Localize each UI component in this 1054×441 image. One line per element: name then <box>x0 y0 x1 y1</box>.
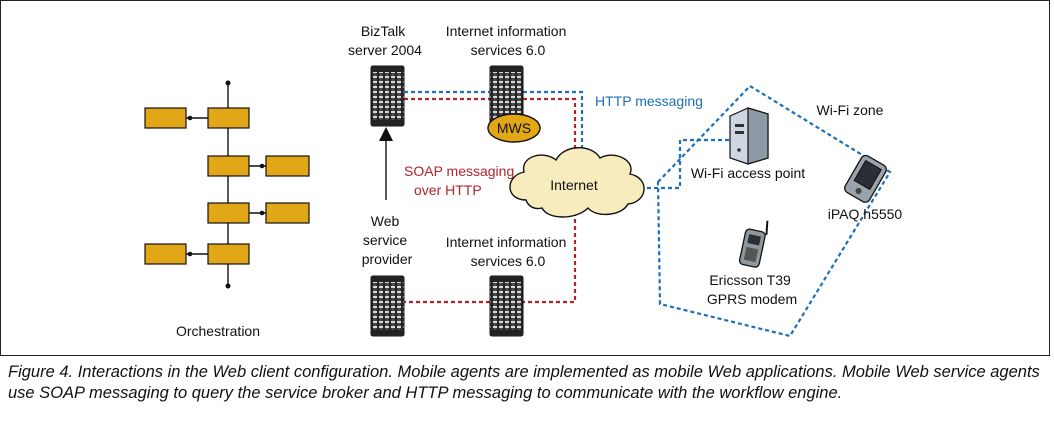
ericsson-phone-icon <box>738 220 769 268</box>
workflow-task-box <box>265 202 310 224</box>
iis-top-label: Internet information services 6.0 <box>446 23 571 58</box>
orchestration-label: Orchestration <box>176 323 260 339</box>
soap-messaging-label: SOAP messaging over HTTP <box>404 163 518 198</box>
internet-cloud: Internet <box>509 147 645 218</box>
figure-caption: Figure 4. Interactions in the Web client… <box>8 363 1040 402</box>
architecture-diagram: Orchestration MWS Intern <box>144 23 903 339</box>
workflow-start-dot <box>225 80 231 86</box>
svg-text:Internet: Internet <box>550 177 598 193</box>
biztalk-server-icon <box>370 65 405 127</box>
workflow-task-box <box>207 202 250 224</box>
workflow-task-box <box>207 107 250 129</box>
workflow-task-box <box>207 155 250 177</box>
workflow-task-box <box>144 243 187 265</box>
workflow-task-box <box>144 107 187 129</box>
wifi-access-point-icon <box>729 107 769 165</box>
orchestration-workflow: Orchestration <box>144 80 310 339</box>
soap-messaging-path <box>404 97 577 304</box>
workflow-task-box <box>207 243 250 265</box>
workflow-task-box <box>265 155 310 177</box>
figure-frame <box>0 0 1050 356</box>
wifi-access-point-label: Wi-Fi access point <box>691 165 805 181</box>
iis-bottom-label: Internet information services 6.0 <box>446 234 571 269</box>
http-messaging-label: HTTP messaging <box>595 93 703 109</box>
web-service-provider-label: Web service provider <box>362 213 413 267</box>
ipaq-label: iPAQ h5550 <box>828 206 903 222</box>
provider-server-icon <box>370 275 405 337</box>
iis-server-bottom-icon <box>489 275 524 337</box>
wifi-zone-label: Wi-Fi zone <box>817 102 884 118</box>
mws-badge: MWS <box>487 113 541 143</box>
wifi-zone-boundary <box>656 84 892 338</box>
svg-text:MWS: MWS <box>497 120 531 136</box>
workflow-end-dot <box>225 283 231 289</box>
ericsson-label: Ericsson T39 GPRS modem <box>707 272 797 307</box>
http-messaging-path <box>404 90 730 190</box>
ipaq-pda-icon <box>844 154 887 203</box>
biztalk-label: BizTalk server 2004 <box>348 23 422 58</box>
